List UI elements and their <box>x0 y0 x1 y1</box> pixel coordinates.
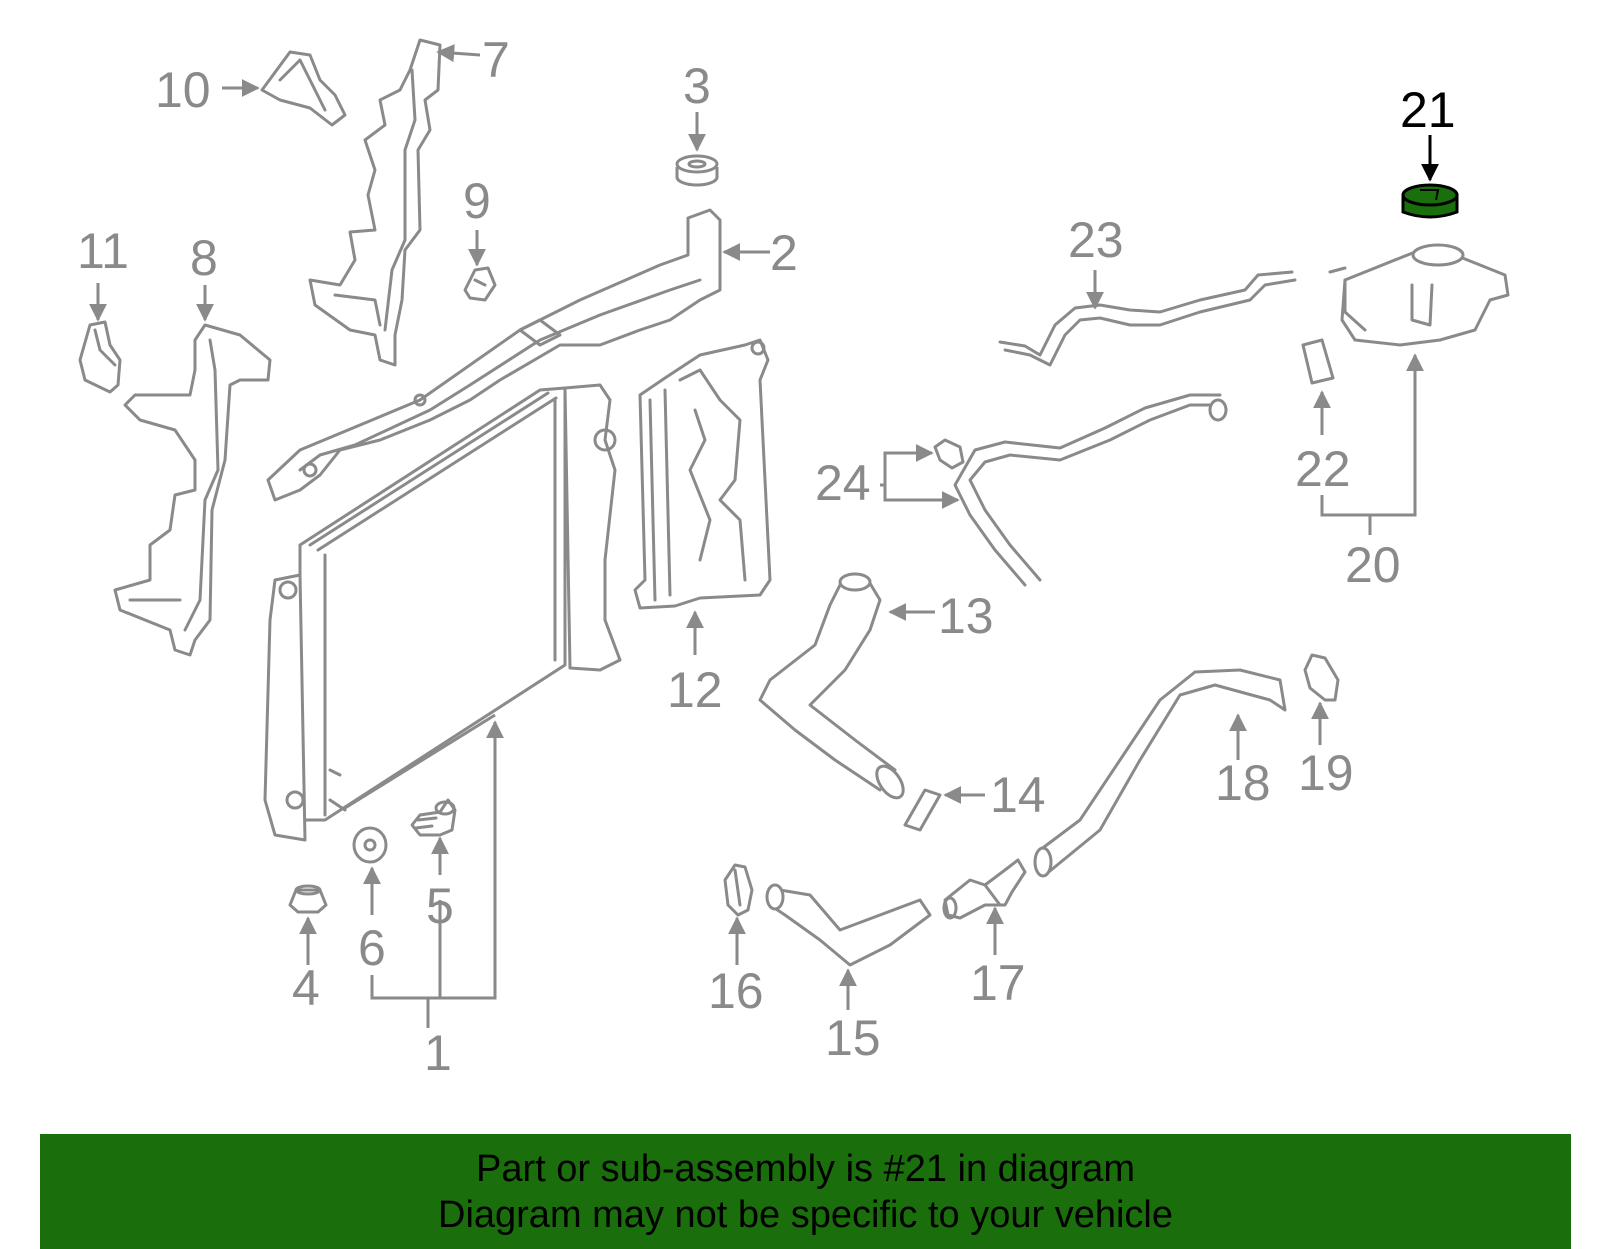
part-1-radiator[interactable] <box>263 383 622 842</box>
callout-18: 18 <box>1215 755 1271 811</box>
part-6-washer[interactable] <box>352 826 388 864</box>
callout-8: 8 <box>190 230 218 286</box>
part-11-bracket[interactable] <box>78 320 122 394</box>
part-8-air-guide[interactable] <box>113 323 272 657</box>
part-14-pad[interactable] <box>903 788 942 832</box>
part-3-grommet[interactable] <box>675 154 719 187</box>
part-23-hose[interactable] <box>998 270 1297 367</box>
callout-10: 10 <box>155 62 211 118</box>
part-21-cap[interactable] <box>1401 183 1459 219</box>
callout-13: 13 <box>938 588 994 644</box>
part-20-reservoir[interactable] <box>1328 243 1510 347</box>
callout-1: 1 <box>424 1025 452 1081</box>
part-24-hose[interactable] <box>933 393 1228 587</box>
callout-16: 16 <box>708 963 764 1019</box>
callout-labels: 1 2 3 4 5 6 7 8 9 10 11 12 13 14 15 16 1… <box>77 32 1456 1081</box>
part-2-upper-support[interactable] <box>266 208 722 502</box>
part-12-fan-shroud[interactable] <box>633 338 772 610</box>
part-17-connector[interactable] <box>942 858 1027 920</box>
callout-3: 3 <box>683 58 711 114</box>
callout-5: 5 <box>426 878 454 934</box>
callout-21: 21 <box>1400 82 1456 138</box>
callout-15: 15 <box>825 1010 881 1066</box>
callout-14: 14 <box>990 767 1046 823</box>
callout-11: 11 <box>77 223 129 279</box>
info-banner: Part or sub-assembly is #21 in diagram D… <box>40 1134 1571 1249</box>
banner-line-2: Diagram may not be specific to your vehi… <box>438 1194 1173 1236</box>
callout-4: 4 <box>292 960 320 1016</box>
part-19-clamp[interactable] <box>1303 653 1340 702</box>
callout-7: 7 <box>482 32 510 88</box>
part-16-clamp[interactable] <box>723 863 754 917</box>
callout-23: 23 <box>1068 212 1124 268</box>
callout-24: 24 <box>815 455 871 511</box>
part-13-hose[interactable] <box>758 572 909 802</box>
banner-line-1: Part or sub-assembly is #21 in diagram <box>476 1148 1135 1190</box>
part-7-air-guide[interactable] <box>308 38 442 367</box>
callout-12: 12 <box>667 662 723 718</box>
part-18-hose[interactable] <box>1033 668 1287 878</box>
part-10-bracket[interactable] <box>260 50 347 127</box>
part-5-bolt[interactable] <box>410 798 457 837</box>
part-9-clip[interactable] <box>463 266 497 302</box>
callout-20: 20 <box>1345 537 1401 593</box>
callout-19: 19 <box>1298 745 1354 801</box>
parts-diagram: 1 2 3 4 5 6 7 8 9 10 11 12 13 14 15 16 1… <box>77 32 1510 1081</box>
part-4-grommet[interactable] <box>288 884 328 914</box>
leader-lines <box>89 44 1439 1028</box>
callout-6: 6 <box>358 920 386 976</box>
callout-17: 17 <box>970 955 1026 1011</box>
callout-9: 9 <box>463 173 491 229</box>
callout-2: 2 <box>770 225 798 281</box>
part-15-hose[interactable] <box>765 883 932 967</box>
callout-22: 22 <box>1295 441 1351 497</box>
part-22-pad[interactable] <box>1301 338 1335 385</box>
